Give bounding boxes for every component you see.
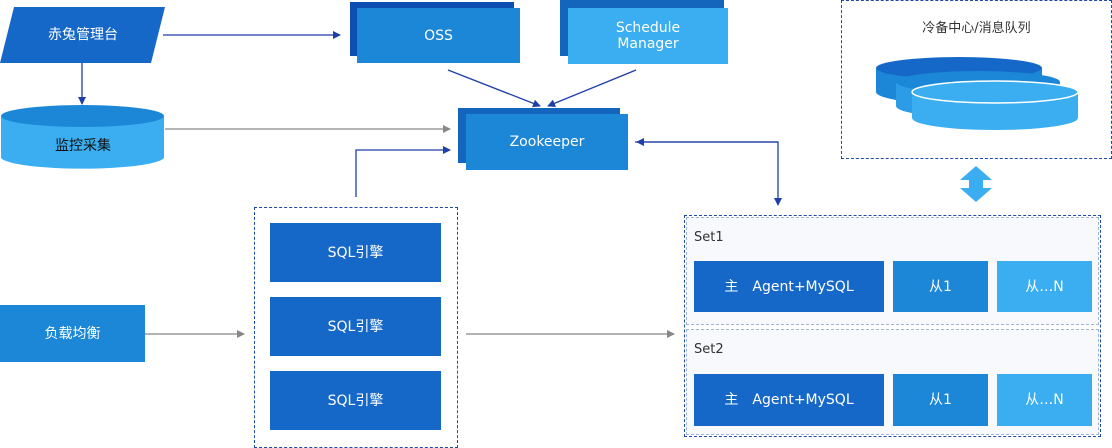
monitor-cylinder <box>1 105 164 169</box>
arrow-sql-to-zookeeper <box>355 146 451 197</box>
sets-container <box>684 215 1101 437</box>
zookeeper-node[interactable]: Zookeeper <box>466 114 628 170</box>
queue-cylinders <box>876 57 1079 130</box>
schedule-manager-node[interactable]: Schedule Manager <box>568 8 728 64</box>
console-shape <box>0 7 165 63</box>
monitor-label[interactable]: 监控采集 <box>55 138 111 154</box>
set1-slave-1[interactable]: 从1 <box>893 261 988 312</box>
arrow-zookeeper-sets <box>635 141 782 206</box>
set1-slave-n[interactable]: 从…N <box>997 261 1092 312</box>
sql-engine-1[interactable]: SQL引擎 <box>270 223 441 282</box>
oss-node[interactable]: OSS <box>357 8 520 63</box>
set1-master[interactable]: 主 Agent+MySQL <box>694 261 884 312</box>
set1-label: Set1 <box>694 230 724 245</box>
set2-slave-n[interactable]: 从…N <box>997 374 1092 426</box>
cold-backup-title: 冷备中心/消息队列 <box>922 21 1031 36</box>
console-label[interactable]: 赤兔管理台 <box>48 27 118 43</box>
double-arrow-cold-backup <box>960 166 992 202</box>
load-balancer-node[interactable]: 负载均衡 <box>0 305 145 362</box>
sql-engine-3[interactable]: SQL引擎 <box>270 371 441 430</box>
arrow-schedule-to-zookeeper <box>547 69 637 108</box>
arrow-oss-to-zookeeper <box>447 69 541 108</box>
sql-engine-2[interactable]: SQL引擎 <box>270 297 441 356</box>
set2-master[interactable]: 主 Agent+MySQL <box>694 374 884 426</box>
set2-slave-1[interactable]: 从1 <box>893 374 988 426</box>
set2-label: Set2 <box>694 342 724 357</box>
